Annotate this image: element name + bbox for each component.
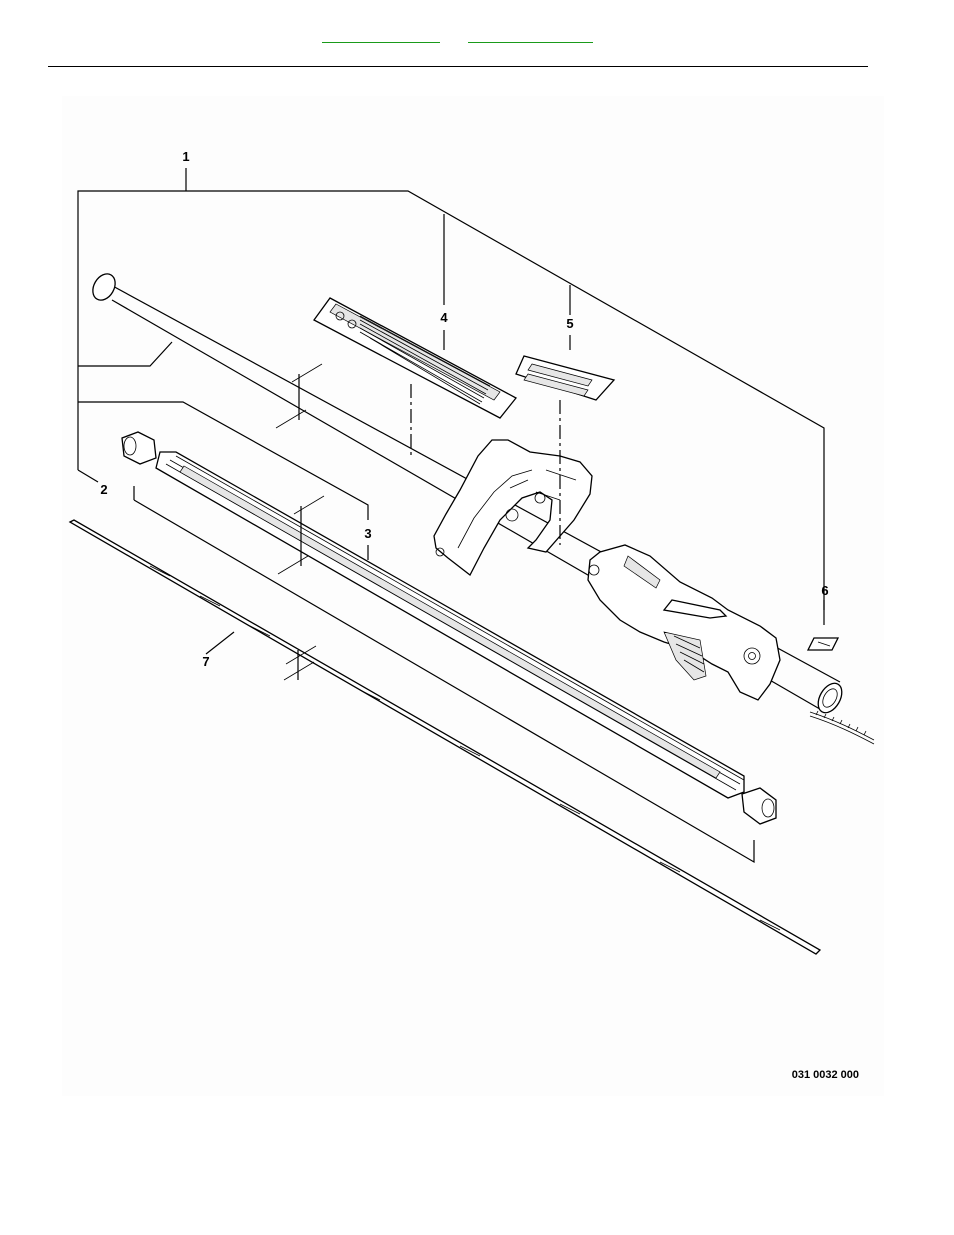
throttle-cable — [810, 711, 874, 744]
callout-4: 4 — [440, 310, 448, 325]
small-decal — [808, 638, 838, 650]
loop-handle — [434, 440, 592, 575]
warning-label — [314, 298, 516, 418]
callout-3: 3 — [364, 526, 371, 541]
figure-code: 031 0032 000 — [792, 1069, 859, 1081]
bushing-upper — [122, 432, 156, 464]
callout-1: 1 — [182, 149, 189, 164]
callout-7: 7 — [202, 654, 209, 669]
callout-labels: 1 2 3 4 5 6 7 — [100, 149, 828, 669]
callout-6: 6 — [821, 583, 828, 598]
callout-5: 5 — [566, 316, 573, 331]
drive-shaft — [70, 520, 820, 954]
throttle-grip — [588, 545, 780, 700]
bushing-lower — [742, 788, 776, 824]
callout-2: 2 — [100, 482, 107, 497]
